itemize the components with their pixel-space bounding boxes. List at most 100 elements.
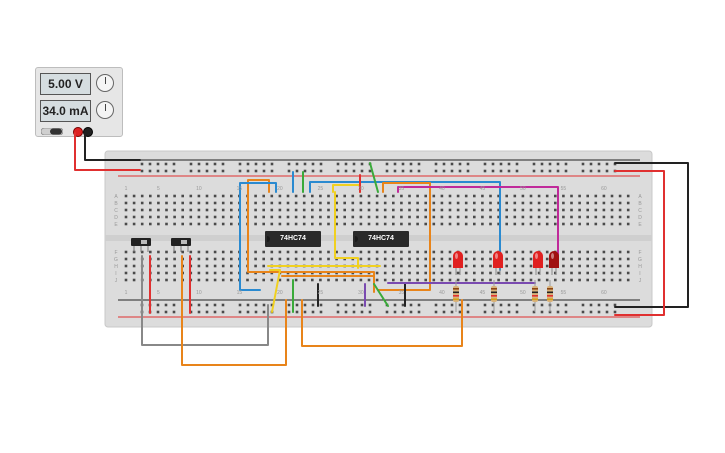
hole[interactable]: [140, 194, 144, 198]
hole[interactable]: [602, 194, 606, 198]
hole[interactable]: [562, 201, 565, 205]
hole[interactable]: [335, 257, 338, 261]
hole[interactable]: [383, 208, 387, 212]
hole[interactable]: [602, 201, 606, 205]
hole[interactable]: [311, 215, 314, 219]
rail-hole[interactable]: [450, 162, 454, 166]
hole[interactable]: [416, 194, 419, 198]
hole[interactable]: [205, 208, 209, 212]
hole[interactable]: [197, 215, 201, 219]
rail-hole[interactable]: [197, 303, 201, 307]
hole[interactable]: [302, 208, 306, 212]
hole[interactable]: [400, 208, 403, 212]
rail-hole[interactable]: [164, 303, 168, 307]
hole[interactable]: [230, 222, 233, 226]
hole[interactable]: [132, 208, 136, 212]
supply-positive-wire[interactable]: [74, 132, 141, 171]
hole[interactable]: [562, 264, 565, 268]
rail-hole[interactable]: [172, 162, 176, 166]
rail-hole[interactable]: [262, 303, 266, 307]
hole[interactable]: [626, 201, 630, 205]
hole[interactable]: [521, 201, 525, 205]
rail-hole[interactable]: [434, 310, 438, 314]
hole[interactable]: [424, 194, 427, 198]
hole[interactable]: [400, 271, 403, 275]
hole[interactable]: [181, 208, 184, 212]
hole[interactable]: [311, 271, 314, 275]
rail-hole[interactable]: [385, 310, 389, 314]
hole[interactable]: [505, 201, 508, 205]
rail-hole[interactable]: [409, 162, 413, 166]
hole[interactable]: [554, 201, 557, 205]
hole[interactable]: [570, 222, 573, 226]
rail-hole[interactable]: [589, 303, 593, 307]
rail-hole[interactable]: [221, 162, 225, 166]
hole[interactable]: [311, 264, 314, 268]
rail-hole[interactable]: [189, 310, 193, 314]
hole[interactable]: [481, 194, 484, 198]
hole[interactable]: [197, 208, 201, 212]
hole[interactable]: [448, 264, 452, 268]
hole[interactable]: [521, 257, 525, 261]
rail-hole[interactable]: [319, 169, 323, 173]
hole[interactable]: [424, 222, 427, 226]
rail-hole[interactable]: [442, 169, 446, 173]
hole[interactable]: [400, 278, 403, 282]
hole[interactable]: [165, 194, 168, 198]
hole[interactable]: [197, 264, 201, 268]
hole[interactable]: [481, 222, 484, 226]
rail-hole[interactable]: [491, 310, 495, 314]
hole[interactable]: [424, 278, 427, 282]
hole[interactable]: [302, 201, 306, 205]
hole[interactable]: [554, 194, 557, 198]
hole[interactable]: [626, 222, 630, 226]
hole[interactable]: [521, 194, 525, 198]
hole[interactable]: [140, 208, 144, 212]
wire-yellow-1[interactable]: [332, 184, 361, 193]
hole[interactable]: [165, 264, 168, 268]
hole[interactable]: [562, 278, 565, 282]
hole[interactable]: [383, 271, 387, 275]
rail-hole[interactable]: [434, 169, 438, 173]
hole[interactable]: [246, 208, 249, 212]
hole[interactable]: [262, 257, 265, 261]
rail-jumper-black-wire[interactable]: [614, 162, 689, 308]
rail-hole[interactable]: [303, 162, 307, 166]
hole[interactable]: [554, 222, 557, 226]
hole[interactable]: [213, 194, 217, 198]
hole[interactable]: [327, 201, 330, 205]
hole[interactable]: [351, 264, 355, 268]
hole[interactable]: [327, 271, 330, 275]
rail-hole[interactable]: [368, 169, 372, 173]
hole[interactable]: [383, 250, 387, 254]
hole[interactable]: [221, 194, 225, 198]
hole[interactable]: [489, 278, 492, 282]
hole[interactable]: [440, 278, 444, 282]
rail-hole[interactable]: [205, 169, 209, 173]
hole[interactable]: [473, 208, 476, 212]
rail-hole[interactable]: [491, 303, 495, 307]
rail-hole[interactable]: [262, 162, 266, 166]
hole[interactable]: [440, 264, 444, 268]
rail-hole[interactable]: [613, 310, 617, 314]
hole[interactable]: [238, 250, 241, 254]
rail-hole[interactable]: [303, 303, 307, 307]
hole[interactable]: [262, 201, 265, 205]
hole[interactable]: [205, 194, 209, 198]
hole[interactable]: [157, 194, 160, 198]
rail-hole[interactable]: [246, 162, 250, 166]
hole[interactable]: [521, 278, 525, 282]
hole[interactable]: [554, 208, 557, 212]
rail-hole[interactable]: [581, 162, 585, 166]
hole[interactable]: [473, 215, 476, 219]
hole[interactable]: [489, 201, 492, 205]
hole[interactable]: [562, 194, 565, 198]
hole[interactable]: [197, 194, 201, 198]
hole[interactable]: [554, 250, 557, 254]
hole[interactable]: [618, 271, 622, 275]
positive-terminal[interactable]: [73, 127, 83, 137]
rail-hole[interactable]: [605, 169, 609, 173]
rail-hole[interactable]: [156, 169, 160, 173]
hole[interactable]: [392, 222, 395, 226]
hole[interactable]: [400, 215, 403, 219]
